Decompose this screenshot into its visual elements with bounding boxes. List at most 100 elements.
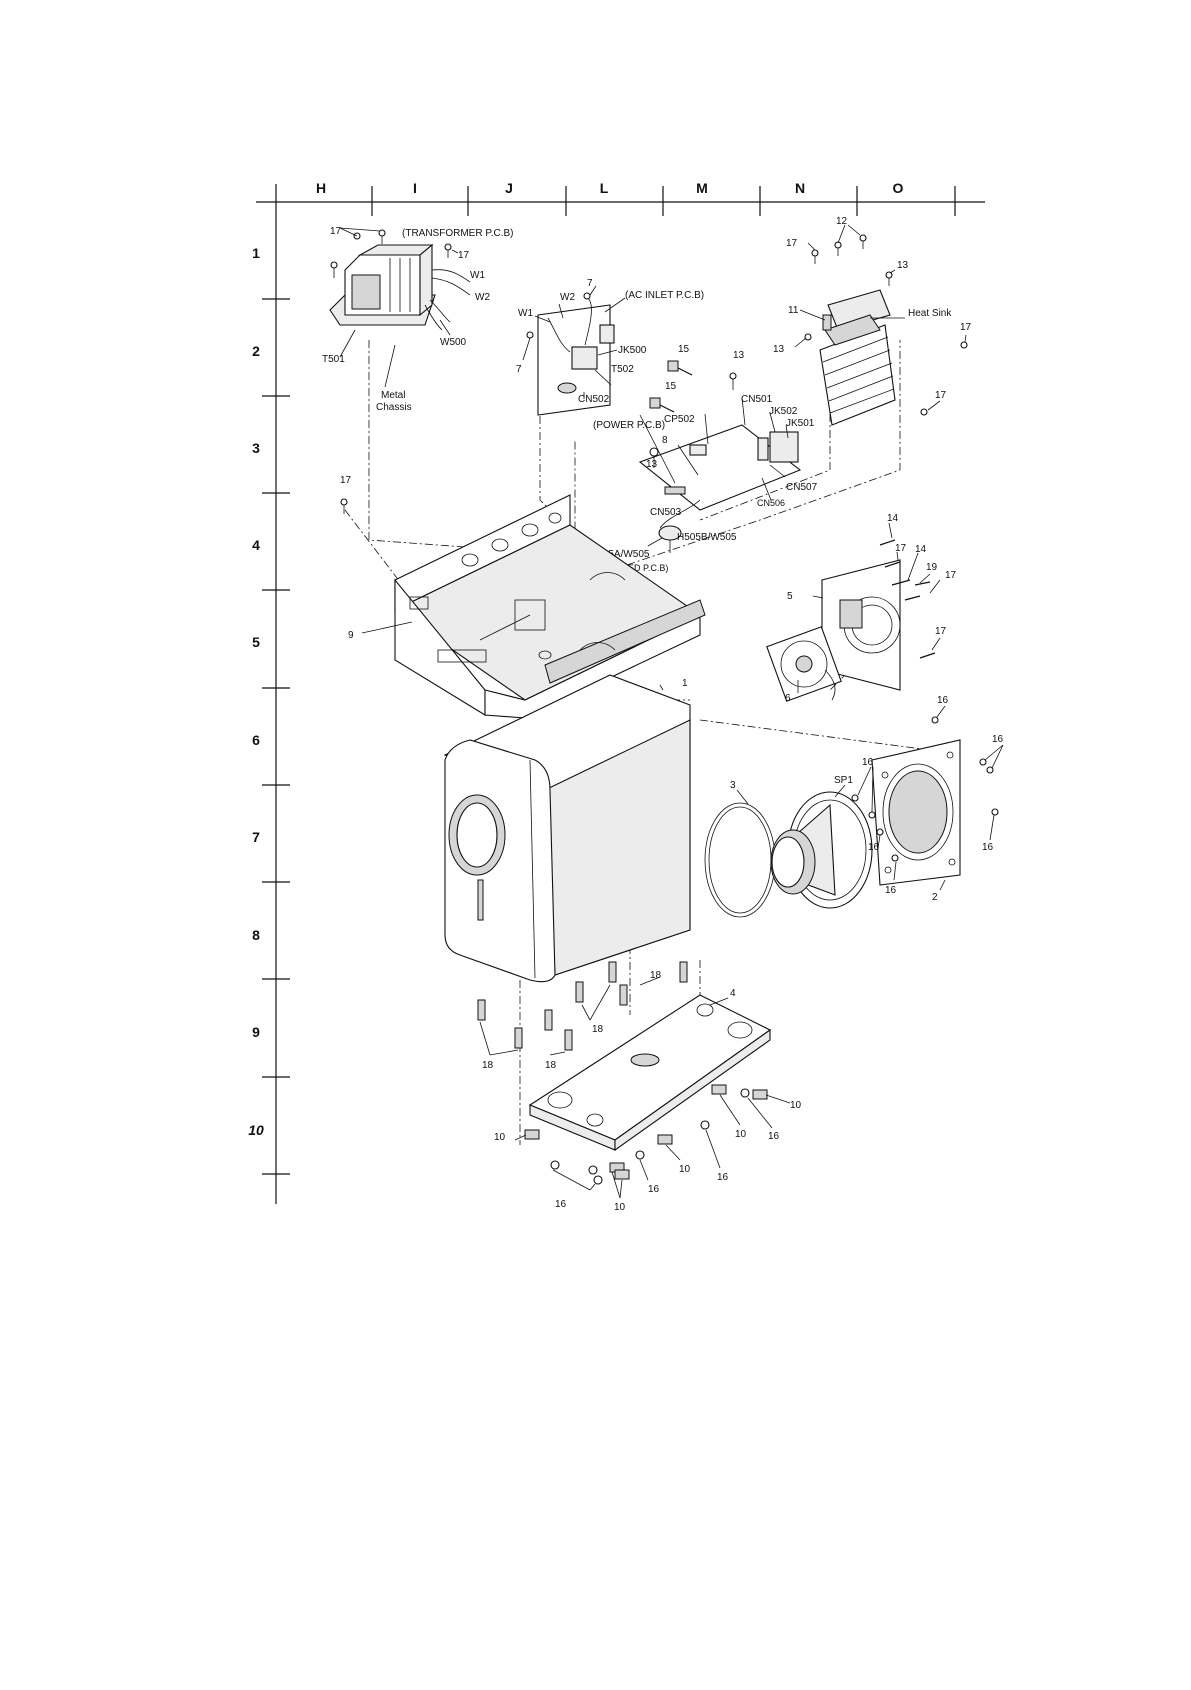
speaker-sp1: [770, 791, 873, 909]
grid-row-9: 9: [252, 1024, 260, 1040]
gasket-3: [704, 802, 776, 918]
grid-frame: [256, 184, 985, 1204]
label-w1: W1: [518, 308, 533, 319]
label-w2: W2: [560, 292, 575, 303]
label-17: 17: [935, 626, 947, 637]
label-15: 15: [678, 344, 690, 355]
label-11: 11: [788, 305, 799, 316]
label-7: 7: [516, 364, 522, 375]
grid-col-i: I: [413, 180, 417, 196]
cabinet-1: [443, 674, 691, 983]
label-h505a: H505A/W505: [590, 549, 650, 560]
label-18: 18: [650, 970, 662, 981]
label-13: 13: [897, 260, 909, 271]
label-17: 17: [895, 543, 907, 554]
grid-col-o: O: [893, 180, 904, 196]
transformer-assembly: [329, 227, 471, 388]
label-sp1: SP1: [834, 775, 853, 786]
grid-col-j: J: [505, 180, 513, 196]
label-18: 18: [592, 1024, 604, 1035]
grid-row-2: 2: [252, 343, 260, 359]
label-7: 7: [587, 278, 593, 289]
label-17: 17: [935, 390, 947, 401]
label-10: 10: [679, 1164, 691, 1175]
grid-col-h: H: [316, 180, 326, 196]
label-17: 17: [786, 238, 798, 249]
label-10: 10: [614, 1202, 626, 1213]
label-cn501: CN501: [741, 394, 773, 405]
grid-row-6: 6: [252, 732, 260, 748]
label-2: 2: [932, 892, 938, 903]
ac-inlet-assembly: [522, 285, 693, 416]
label-ac-inlet-pcb: (AC INLET P.C.B): [625, 290, 704, 301]
label-led-pcb: (LED P.C.B): [620, 563, 668, 573]
base-screws-18: [477, 961, 688, 1056]
grid-row-5: 5: [252, 634, 260, 650]
label-10: 10: [494, 1132, 506, 1143]
label-14: 14: [915, 544, 927, 555]
label-16: 16: [717, 1172, 729, 1183]
label-13: 13: [773, 344, 785, 355]
grid-col-l: L: [600, 180, 609, 196]
label-heat-sink: Heat Sink: [908, 308, 952, 319]
label-4: 4: [730, 988, 736, 999]
label-17: 17: [340, 475, 352, 486]
label-jk500: JK500: [618, 345, 647, 356]
label-12: 12: [836, 216, 848, 227]
label-t501: T501: [322, 354, 345, 365]
label-3: 3: [730, 780, 736, 791]
grid-row-8: 8: [252, 927, 260, 943]
label-8: 8: [662, 435, 668, 446]
feet-and-screws: [514, 997, 791, 1199]
label-metal: Metal: [381, 390, 405, 401]
label-14: 14: [887, 513, 899, 524]
grid-row-10: 10: [248, 1122, 264, 1138]
label-16: 16: [992, 734, 1004, 745]
grille-2: [871, 739, 961, 886]
label-16: 16: [885, 885, 897, 896]
grid-col-n: N: [795, 180, 805, 196]
label-16: 16: [768, 1131, 780, 1142]
label-transformer-pcb: (TRANSFORMER P.C.B): [402, 228, 514, 239]
label-w1: W1: [470, 270, 485, 281]
label-t502: T502: [611, 364, 634, 375]
label-13: 13: [733, 350, 745, 361]
grid-row-3: 3: [252, 440, 260, 456]
label-6: 6: [785, 693, 791, 704]
label-cn506: CN506: [757, 498, 785, 508]
speaker-assembly: [704, 705, 1004, 918]
label-16: 16: [555, 1199, 567, 1210]
label-jk502: JK502: [769, 406, 798, 417]
label-17: 17: [458, 250, 470, 261]
label-cp502: CP502: [664, 414, 695, 425]
label-9: 9: [348, 630, 354, 641]
label-power-pcb: (POWER P.C.B): [593, 420, 665, 431]
power-pcb-assembly: [638, 372, 802, 553]
label-h505b: H505B/W505: [677, 532, 737, 543]
label-16: 16: [982, 842, 994, 853]
grid-row-7: 7: [252, 829, 260, 845]
label-cn502: CN502: [578, 394, 610, 405]
label-jk501: JK501: [786, 418, 815, 429]
grid-row-1: 1: [252, 245, 260, 261]
label-17: 17: [960, 322, 972, 333]
label-16: 16: [868, 842, 880, 853]
label-chassis: Chassis: [376, 402, 412, 413]
label-cn503: CN503: [650, 507, 682, 518]
label-13: 13: [646, 459, 658, 470]
grid-col-m: M: [696, 180, 708, 196]
label-w2: W2: [475, 292, 490, 303]
label-cn507: CN507: [786, 482, 818, 493]
label-15: 15: [665, 381, 677, 392]
label-w500: W500: [440, 337, 467, 348]
label-10: 10: [735, 1129, 747, 1140]
base-plate-4: [528, 994, 772, 1152]
label-5: 5: [787, 591, 793, 602]
amp-plate-assembly: [766, 522, 941, 702]
label-19: 19: [926, 562, 938, 573]
label-16: 16: [862, 757, 874, 768]
label-18: 18: [545, 1060, 557, 1071]
label-18: 18: [482, 1060, 494, 1071]
